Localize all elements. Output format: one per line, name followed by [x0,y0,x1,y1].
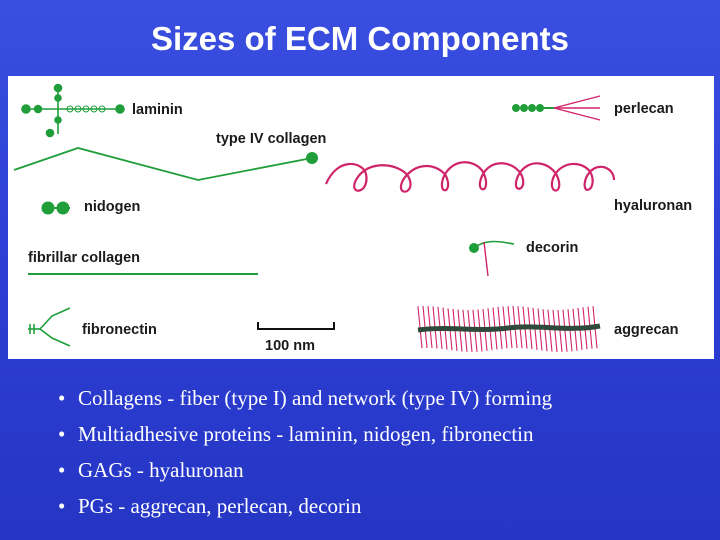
type-iv-collagen-molecule [13,147,318,181]
bullet-item: • Collagens - fiber (type I) and network … [58,380,698,416]
label-fibrillar-collagen: fibrillar collagen [28,250,140,266]
label-decorin: decorin [526,240,578,256]
bullet-text: PGs - aggrecan, perlecan, decorin [78,494,362,518]
aggrecan-side-chain [417,306,423,349]
label-type-iv-collagen: type IV collagen [216,131,326,147]
aggrecan-side-chain [542,309,548,352]
aggrecan-side-chain [552,309,558,353]
label-laminin: laminin [132,102,183,118]
bullet-item: • PGs - aggrecan, perlecan, decorin [58,488,698,524]
perlecan-molecule [512,95,601,121]
bullet-marker: • [58,422,66,446]
ecm-figure-panel: laminin type IV collagen nidogen fibrill… [8,76,714,359]
bullet-marker: • [58,458,66,482]
bullet-text: Multiadhesive proteins - laminin, nidoge… [78,422,534,446]
bullet-list: • Collagens - fiber (type I) and network … [58,380,698,524]
bullet-text: GAGs - hyaluronan [78,458,244,482]
decorin-molecule [469,240,515,277]
label-perlecan: perlecan [614,101,674,117]
bullet-item: • GAGs - hyaluronan [58,452,698,488]
aggrecan-molecule [417,305,601,353]
ecm-components-diagram: laminin type IV collagen nidogen fibrill… [13,83,692,354]
hyaluronan-molecule [324,161,616,193]
aggrecan-side-chain [562,309,568,352]
aggrecan-side-chain [557,309,563,353]
nidogen-molecule [41,201,70,215]
slide-title: Sizes of ECM Components [150,20,570,57]
fibronectin-molecule [28,307,71,347]
laminin-molecule [21,83,125,138]
label-fibronectin: fibronectin [82,322,157,338]
bullet-marker: • [58,494,66,518]
bullet-item: • Multiadhesive proteins - laminin, nidog… [58,416,698,452]
bullet-marker: • [58,386,66,410]
label-nidogen: nidogen [84,199,140,215]
aggrecan-side-chain [547,309,553,352]
label-hyaluronan: hyaluronan [614,198,692,214]
scale-bar-label: 100 nm [265,338,315,354]
bullet-text: Collagens - fiber (type I) and network (… [78,386,553,410]
scale-bar [257,322,335,330]
label-aggrecan: aggrecan [614,322,678,338]
